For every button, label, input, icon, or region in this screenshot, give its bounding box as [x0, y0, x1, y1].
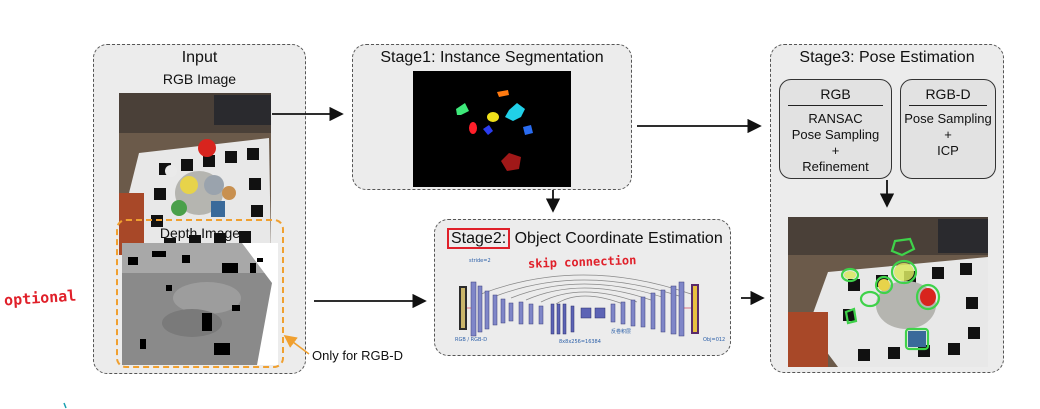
rgb-method-line: Refinement — [802, 159, 869, 174]
rgbd-method-head: RGB-D — [925, 86, 971, 102]
rgb-image-label: RGB Image — [162, 71, 237, 87]
net-cn-label: 反卷积层 — [611, 329, 632, 335]
rgbd-method-divider — [909, 105, 987, 106]
stage2-title-boxed: Stage2: — [447, 228, 511, 249]
net-in-label: RGB / RGB-D — [455, 337, 488, 343]
handwritten-tick — [63, 402, 67, 409]
rgb-method-line: + — [831, 143, 840, 158]
rgbd-method-line: + — [944, 127, 952, 142]
rgb-method-box: RGB RANSAC Pose Sampling + Refinement — [779, 79, 892, 179]
network-diagram — [441, 264, 726, 350]
rgbd-method-line: Pose Sampling — [904, 111, 992, 126]
depth-image — [122, 243, 278, 365]
stage2-panel: Stage2: Object Coordinate Estimation ski… — [434, 219, 731, 356]
net-stride-label: stride=2 — [469, 258, 491, 264]
stage2-title: Stage2: Object Coordinate Estimation — [447, 228, 723, 249]
handwritten-optional: optional — [3, 286, 77, 310]
net-dims-label: 8x8x256=16384 — [559, 339, 601, 345]
rgb-image — [119, 93, 271, 255]
input-panel: Input RGB Image — [93, 44, 306, 374]
rgb-method-divider — [788, 105, 883, 106]
stage1-title: Stage1: Instance Segmentation — [380, 49, 604, 66]
rgbd-method-box: RGB-D Pose Sampling + ICP — [900, 79, 996, 179]
pose-result-image — [788, 217, 988, 367]
rgbd-note: Only for RGB-D — [312, 348, 404, 363]
segmentation-output — [413, 71, 571, 187]
depth-image-label: Depth Image — [159, 225, 241, 241]
rgb-method-line: RANSAC — [808, 111, 863, 126]
rgbd-method-line: ICP — [937, 143, 959, 158]
stage3-panel: Stage3: Pose Estimation RGB RANSAC Pose … — [770, 44, 1004, 373]
rgb-method-line: Pose Sampling — [791, 127, 880, 142]
input-title: Input — [181, 49, 218, 66]
stage2-title-rest: Object Coordinate Estimation — [514, 230, 723, 247]
depth-image-box: Depth Image — [116, 219, 284, 368]
stage1-panel: Stage1: Instance Segmentation — [352, 44, 632, 190]
stage3-title: Stage3: Pose Estimation — [799, 49, 975, 66]
net-out-label: Obj=012 — [703, 337, 726, 343]
rgb-method-head: RGB — [820, 86, 851, 102]
